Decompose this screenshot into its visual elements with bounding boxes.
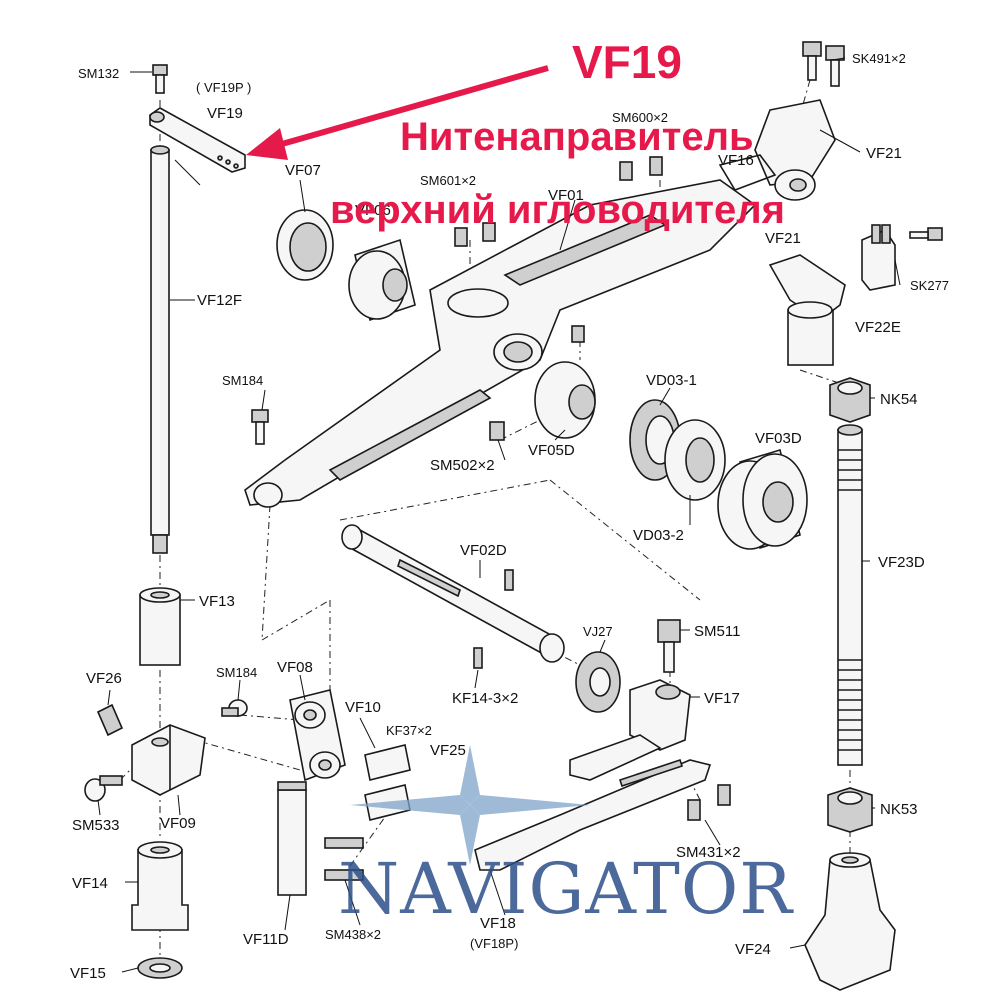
label-vf02d: VF02D <box>460 542 507 559</box>
label-vf07: VF07 <box>285 162 321 179</box>
plate-vf26 <box>96 703 124 737</box>
screw-sm184-lower <box>221 699 248 717</box>
label-vd03-1: VD03-1 <box>646 372 697 389</box>
parts-illustrations <box>84 41 943 991</box>
base-vf24 <box>804 852 896 991</box>
label-vf21: VF21 <box>765 230 801 247</box>
keys-kf14 <box>473 569 514 669</box>
label-sm184-lower: SM184 <box>216 665 257 680</box>
label-nk54: NK54 <box>880 391 918 408</box>
label-sk491: SK491×2 <box>852 51 906 66</box>
navigator-watermark: NAVIGATOR <box>338 745 794 930</box>
washer-vf15 <box>137 957 183 979</box>
bearing-vj27 <box>575 651 621 713</box>
part-labels: SM132 ( VF19P ) VF19 VF07 VF06 SM601×2 V… <box>70 51 949 982</box>
label-vf18: VF18 <box>480 915 516 932</box>
label-vf22e: VF22E <box>855 319 901 336</box>
annotation-arrow-shaft <box>267 65 549 151</box>
bracket-vf16 <box>718 154 777 191</box>
rod-vf23d <box>837 424 863 766</box>
crank-vf17 <box>569 679 691 781</box>
label-vf10: VF10 <box>345 699 381 716</box>
label-sm511: SM511 <box>694 623 740 640</box>
screws-sk491 <box>802 41 845 87</box>
label-vf09: VF09 <box>160 815 196 832</box>
lever-vf18 <box>474 758 712 871</box>
label-vj27: VJ27 <box>583 624 613 639</box>
label-kf37: KF37×2 <box>386 723 432 738</box>
label-vf01: VF01 <box>548 187 584 204</box>
clamp-vf09 <box>131 724 206 796</box>
label-vf03d: VF03D <box>755 430 802 447</box>
label-vd03-2: VD03-2 <box>633 527 684 544</box>
bushing-vf14 <box>131 841 189 931</box>
guide-vf21-top <box>754 99 836 201</box>
label-vf15: VF15 <box>70 965 106 982</box>
label-sk277: SK277 <box>910 278 949 293</box>
label-vf06: VF06 <box>355 202 391 219</box>
label-vf17: VF17 <box>704 690 740 707</box>
label-vf19p: ( VF19P ) <box>196 80 251 95</box>
leader-lines <box>97 57 901 973</box>
annotation-title-line2: верхний игловодителя <box>330 188 785 232</box>
set-screws-sm502 <box>489 325 585 441</box>
nut-nk53 <box>827 787 873 833</box>
set-screws-sm600 <box>619 156 663 181</box>
label-sm600: SM600×2 <box>612 110 668 125</box>
label-vf16: VF16 <box>718 152 754 169</box>
label-vf25: VF25 <box>430 742 466 759</box>
ring-vf07 <box>276 209 334 281</box>
label-vf05d: VF05D <box>528 442 575 459</box>
arm-vf01 <box>244 179 757 508</box>
bar-vf11d <box>277 781 307 896</box>
nut-nk54 <box>829 377 871 423</box>
compass-star-icon <box>350 745 590 865</box>
label-vf19: VF19 <box>207 105 243 122</box>
screw-sm132 <box>152 64 168 94</box>
clamp-vf21 <box>768 254 846 366</box>
pulley-vf03d <box>717 448 808 550</box>
arrow-head-icon <box>246 128 288 160</box>
label-vf08: VF08 <box>277 659 313 676</box>
label-vf24: VF24 <box>735 941 771 958</box>
bracket-vf22e <box>861 224 896 291</box>
watermark-text: NAVIGATOR <box>338 848 794 930</box>
label-vf18p: (VF18P) <box>470 936 518 951</box>
label-vf21-top: VF21 <box>866 145 902 162</box>
label-sm533: SM533 <box>72 817 120 834</box>
screws-sm431 <box>687 784 731 821</box>
sleeve-vf13 <box>139 587 181 666</box>
label-vf23d: VF23D <box>878 554 925 571</box>
label-vf14: VF14 <box>72 875 108 892</box>
highlight-annotation: VF19 Нитенаправитель верхний игловодител… <box>246 36 785 232</box>
label-sm431: SM431×2 <box>676 844 741 861</box>
annotation-part-code: VF19 <box>572 36 682 88</box>
label-vf11d: VF11D <box>243 931 289 948</box>
label-vf12f: VF12F <box>197 292 242 309</box>
collar-vf05d <box>534 361 596 439</box>
thread-guide-vf19 <box>149 107 246 173</box>
shaft-vf02d <box>341 524 565 663</box>
screw-sm533 <box>84 775 123 802</box>
screw-sm184-upper <box>251 409 269 445</box>
label-sm132: SM132 <box>78 66 119 81</box>
set-screws-sm601 <box>454 222 496 247</box>
label-nk53: NK53 <box>880 801 918 818</box>
screw-sk277 <box>909 227 943 241</box>
screw-sm511 <box>657 619 681 673</box>
label-kf14: KF14-3×2 <box>452 690 518 707</box>
label-sm601: SM601×2 <box>420 173 476 188</box>
label-sm502: SM502×2 <box>430 457 495 474</box>
label-vf26: VF26 <box>86 670 122 687</box>
screws-sm438 <box>324 837 364 881</box>
washer-vd03-2 <box>664 419 726 501</box>
label-vf13: VF13 <box>199 593 235 610</box>
label-sm438: SM438×2 <box>325 927 381 942</box>
annotation-title-line1: Нитенаправитель <box>400 115 754 159</box>
label-sm184-upper: SM184 <box>222 373 263 388</box>
bushing-vf06 <box>348 238 416 322</box>
shaft-vf12f <box>150 145 170 554</box>
link-vf08 <box>289 689 346 782</box>
